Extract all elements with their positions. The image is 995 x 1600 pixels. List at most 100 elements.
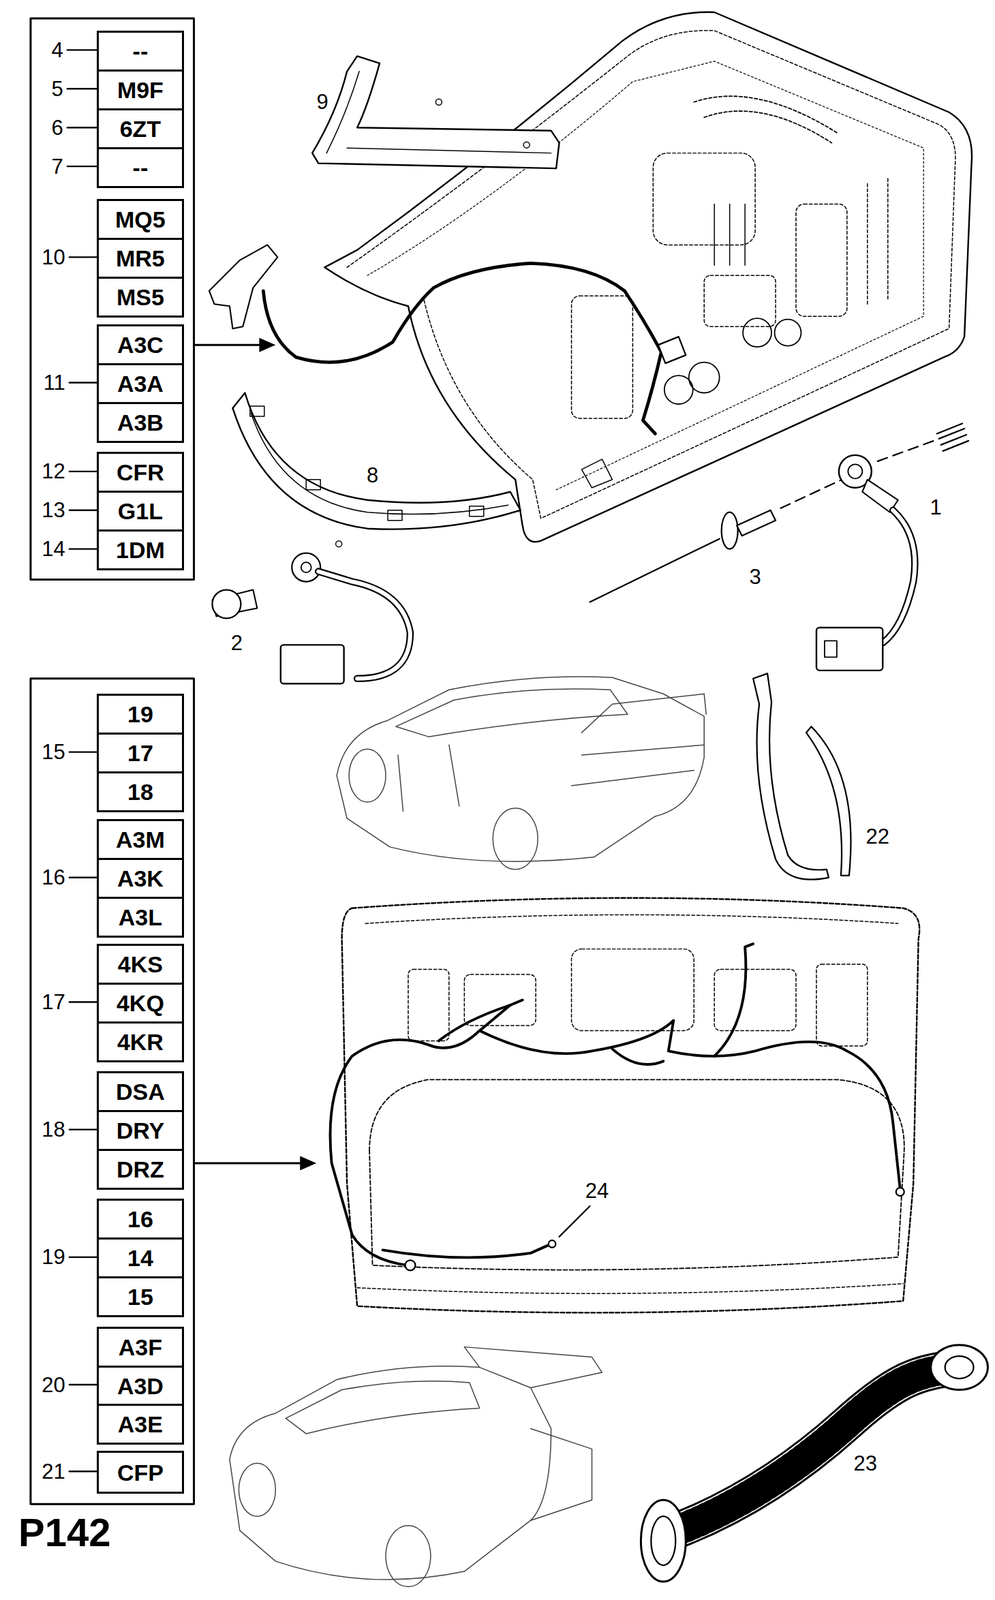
part-code-box: 4KS [96, 943, 184, 985]
callout-number: 9 [316, 91, 329, 113]
callout-number: 19 [41, 1246, 65, 1268]
callout-number: 23 [853, 1452, 878, 1475]
part-code-box: MQ5 [96, 199, 184, 240]
part-code: A3C [117, 333, 164, 357]
page-code: P142 [18, 1512, 111, 1553]
callout-number: 6 [51, 117, 64, 139]
callout-number: 22 [866, 825, 890, 848]
part-code: 14 [127, 1246, 154, 1270]
part-code: M9F [117, 78, 164, 102]
part-code: MQ5 [115, 207, 166, 232]
callout-number: 15 [41, 741, 65, 763]
part-code: 16 [127, 1207, 154, 1231]
callout-number: 11 [43, 372, 66, 394]
callout-number: 12 [41, 460, 65, 482]
car-sketch [336, 676, 707, 870]
part-code-box: 14 [96, 1237, 184, 1279]
part-code: A3A [117, 372, 164, 396]
callout-number: 3 [748, 566, 761, 588]
ground-lead [816, 423, 969, 670]
callout-number: 5 [51, 78, 64, 100]
part-code-box: A3A [96, 363, 184, 405]
part-code-box: 16 [96, 1198, 184, 1240]
part-code-box: 17 [96, 732, 184, 774]
callout-number: 10 [41, 246, 65, 268]
car-sketch [229, 1347, 603, 1588]
part-code: 17 [127, 741, 154, 765]
part-code: A3B [117, 410, 164, 435]
part-code: MR5 [115, 246, 165, 270]
callout-ticks [67, 49, 97, 1472]
part-code: A3D [117, 1374, 164, 1398]
part-code-box: 15 [96, 1276, 184, 1318]
callout-number: 14 [41, 538, 65, 560]
part-code-box: DSA [96, 1071, 184, 1113]
part-code-box: 6ZT [96, 108, 184, 150]
callout-number: 24 [585, 1180, 609, 1202]
callout-number: 17 [41, 991, 65, 1013]
tailgate [342, 898, 921, 1314]
callout-number: 20 [41, 1374, 65, 1396]
part-code-box: A3K [96, 858, 184, 899]
part-code-box: A3F [96, 1326, 184, 1368]
part-code: 6ZT [119, 117, 161, 141]
callout-number: 21 [41, 1461, 65, 1483]
part-code: DRZ [116, 1157, 165, 1182]
part-code: G1L [117, 499, 163, 523]
trunk-lid [324, 12, 972, 542]
part-code: CFR [116, 460, 165, 484]
callout-number: 7 [51, 156, 64, 178]
part-code-box: A3C [96, 324, 184, 366]
table-frame [30, 678, 195, 1505]
callout-number: 16 [41, 866, 65, 889]
part-code-box: 4KR [96, 1021, 184, 1063]
part-code: -- [132, 39, 149, 63]
part-code: 1DM [115, 538, 165, 562]
callout-number: 18 [41, 1119, 65, 1141]
cable-tie [753, 673, 851, 880]
part-code-box: MS5 [96, 276, 184, 318]
part-code-box: CFR [96, 451, 184, 493]
part-code: 18 [127, 780, 154, 804]
part-code-box: MR5 [96, 237, 184, 279]
part-code: 4KS [117, 952, 163, 976]
part-code: A3L [118, 905, 163, 929]
part-code-box: DRY [96, 1110, 184, 1152]
part-code-box: 4KQ [96, 982, 184, 1024]
part-code-box: A3B [96, 402, 184, 443]
part-code-box: M9F [96, 69, 184, 111]
part-code-box: -- [96, 30, 184, 72]
wiring-harness [263, 263, 662, 434]
table-frame [30, 18, 195, 580]
wiring-harness [330, 943, 901, 1266]
part-code-box: A3E [96, 1403, 184, 1445]
callout-number: 2 [231, 632, 243, 654]
bracket [312, 55, 559, 169]
part-code: A3E [117, 1412, 163, 1436]
part-code-box: CFP [96, 1450, 184, 1494]
callout-number: 8 [366, 464, 379, 486]
pin [590, 479, 843, 603]
part-code: MS5 [116, 285, 165, 309]
part-code: CFP [117, 1461, 164, 1485]
part-code: A3F [118, 1335, 163, 1359]
part-code-box: 1DM [96, 529, 184, 571]
part-code-box: A3L [96, 896, 184, 938]
part-code: DRY [116, 1119, 165, 1143]
part-code-box: 19 [96, 693, 184, 735]
part-code: 4KQ [116, 991, 165, 1015]
callout-number: 13 [41, 499, 65, 521]
part-code: 4KR [117, 1030, 164, 1054]
part-code-box: -- [96, 147, 184, 189]
part-code: -- [132, 156, 149, 180]
ground-lead [211, 541, 411, 685]
part-code: 19 [127, 702, 154, 726]
part-code-box: A3D [96, 1365, 184, 1407]
callout-number: 1 [930, 496, 942, 518]
part-code: 15 [127, 1285, 154, 1309]
trim-strip [232, 393, 520, 530]
part-code-box: G1L [96, 490, 184, 532]
callout-number: 4 [51, 39, 64, 61]
part-code-box: 18 [96, 771, 184, 813]
